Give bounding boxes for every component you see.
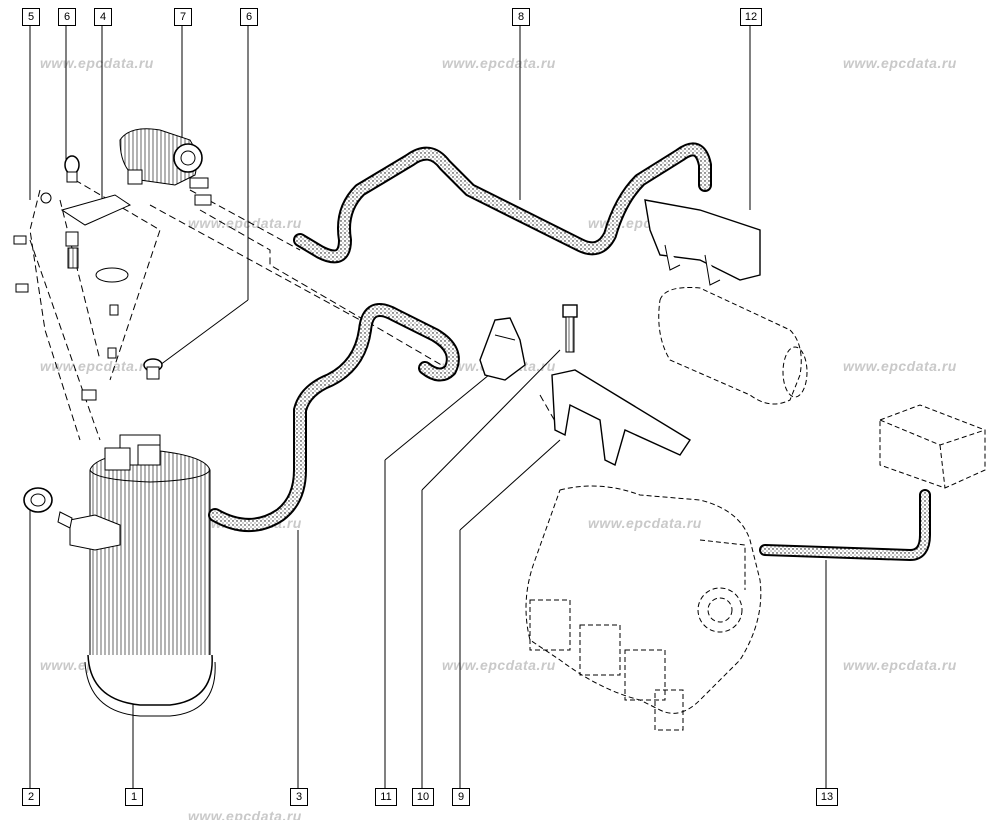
- callout-2: 2: [22, 788, 40, 806]
- vapor-hose-lower: [208, 303, 460, 532]
- hose-to-control-unit: [759, 489, 931, 561]
- callout-1: 1: [125, 788, 143, 806]
- grommet: [143, 358, 163, 380]
- support-bracket: [551, 369, 691, 467]
- watermark: www.epcdata.ru: [843, 358, 957, 374]
- hose-clip: [479, 317, 526, 381]
- callout-6: 6: [240, 8, 258, 26]
- watermark: www.epcdata.ru: [442, 657, 556, 673]
- dashed-canister-outline: [658, 287, 808, 405]
- watermark: www.epcdata.ru: [843, 657, 957, 673]
- vapor-hose-upper: [293, 142, 712, 264]
- small-clips: [13, 192, 129, 401]
- callout-3: 3: [290, 788, 308, 806]
- charcoal-canister: [57, 434, 216, 717]
- mounting-bracket: [60, 155, 132, 269]
- callout-11: 11: [375, 788, 397, 806]
- watermark: www.epcdata.ru: [40, 358, 154, 374]
- bolt: [562, 304, 578, 353]
- callout-4: 4: [94, 8, 112, 26]
- watermark: www.epcdata.ru: [40, 55, 154, 71]
- watermark: www.epcdata.ru: [188, 215, 302, 231]
- callout-10: 10: [412, 788, 434, 806]
- callout-12: 12: [740, 8, 762, 26]
- callout-6: 6: [58, 8, 76, 26]
- watermark: www.epcdata.ru: [442, 55, 556, 71]
- rubber-cap: [23, 487, 53, 513]
- assembly-dashed-lines: [29, 179, 561, 441]
- callout-13: 13: [816, 788, 838, 806]
- watermark: www.epcdata.ru: [588, 515, 702, 531]
- callout-5: 5: [22, 8, 40, 26]
- multi-clip: [644, 199, 761, 286]
- callout-8: 8: [512, 8, 530, 26]
- callout-7: 7: [174, 8, 192, 26]
- dashed-intake-manifold: [525, 485, 762, 731]
- watermark: www.epcdata.ru: [188, 808, 302, 820]
- callout-9: 9: [452, 788, 470, 806]
- watermark: www.epcdata.ru: [843, 55, 957, 71]
- dashed-control-unit: [879, 404, 986, 489]
- leader-lines: [29, 25, 827, 788]
- purge-solenoid-valve: [119, 128, 212, 206]
